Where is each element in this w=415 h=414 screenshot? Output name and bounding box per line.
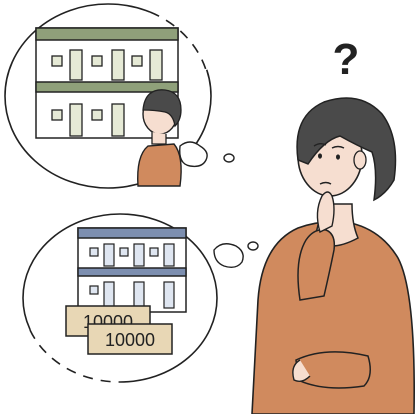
- lower-apartment-building: [77, 227, 187, 313]
- thinking-person-small: [137, 89, 182, 187]
- question-mark: ?: [333, 35, 360, 84]
- banknote-front: 10000: [87, 323, 173, 355]
- thinking-woman: [251, 97, 415, 414]
- banknote-front-value: 10000: [105, 330, 155, 350]
